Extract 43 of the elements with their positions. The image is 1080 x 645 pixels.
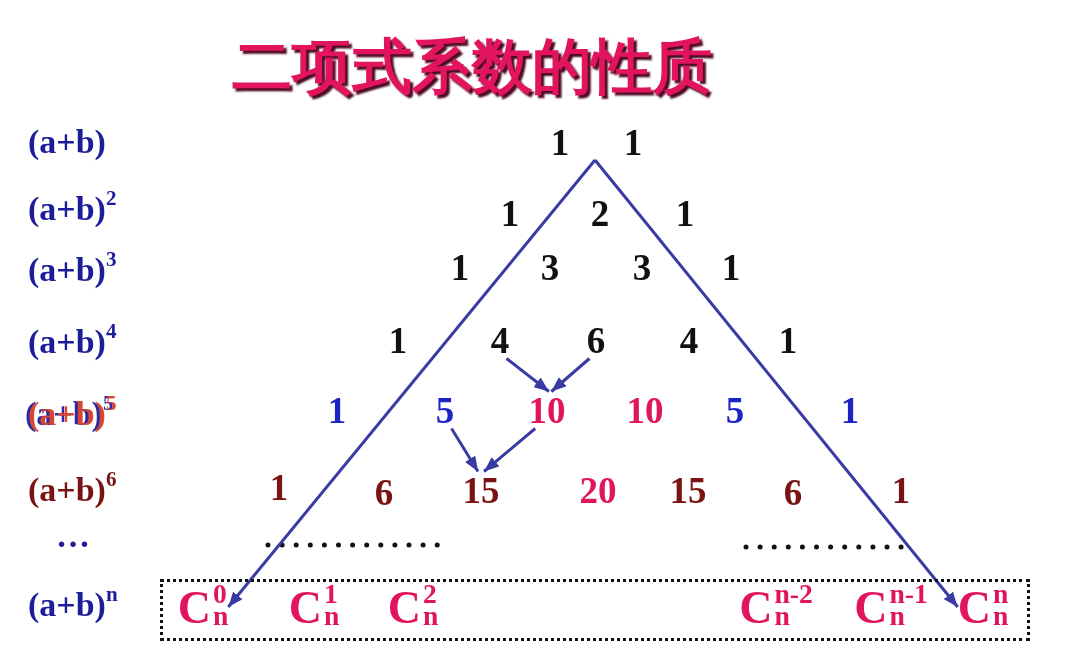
power-label: (a+b)$^{3}$ [28,248,117,288]
coefficient-number: 4 [679,321,699,359]
coefficient-number: 1 [550,123,570,161]
coefficient-number: 2 [590,194,610,232]
coefficient-number: 5 [725,391,745,429]
coefficient-number: 1 [840,391,860,429]
coefficient-number: 3 [540,248,560,286]
arrow [550,357,591,393]
coefficient-number: 1 [327,391,347,429]
power-label: (a+b)$^{2}$ [28,187,117,227]
arrow [593,159,959,608]
power-label: (a+b)$^{6}$ [28,468,117,508]
arrow [450,427,480,473]
coefficient-number: 6 [783,473,803,511]
arrow [505,357,550,393]
coefficient-number: 5 [435,391,455,429]
coefficient-number: 1 [450,248,470,286]
title: 二项式系数的性质 [232,36,712,96]
coefficient-number: 1 [500,194,520,232]
coefficient-number: 6 [586,321,606,359]
coefficient-number: 1 [623,123,643,161]
coefficient-number: 1 [675,194,695,232]
dotted-frame [160,579,1030,641]
coefficient-number: 4 [490,321,510,359]
coefficient-number: 1 [269,468,289,506]
coefficient-number: 3 [632,248,652,286]
power-label: (a+b)$^{5}$ [28,392,117,432]
coefficient-number: 10 [626,391,664,429]
coefficient-number: 1 [721,248,741,286]
coefficient-number: 1 [891,471,911,509]
arrow [483,427,537,473]
arrow [227,159,597,608]
coefficient-number: 1 [778,321,798,359]
power-label: (a+b)$^{n}$ [28,583,118,623]
coefficient-number: 1 [388,321,408,359]
ellipsis: … [56,519,90,553]
coefficient-number: 20 [579,471,617,509]
power-label: (a+b)$^{4}$ [28,320,117,360]
power-label: (a+b) [28,125,106,159]
coefficient-number: 15 [462,471,500,509]
coefficient-number: 6 [374,473,394,511]
coefficient-number: 10 [528,391,566,429]
coefficient-number: 15 [669,471,707,509]
